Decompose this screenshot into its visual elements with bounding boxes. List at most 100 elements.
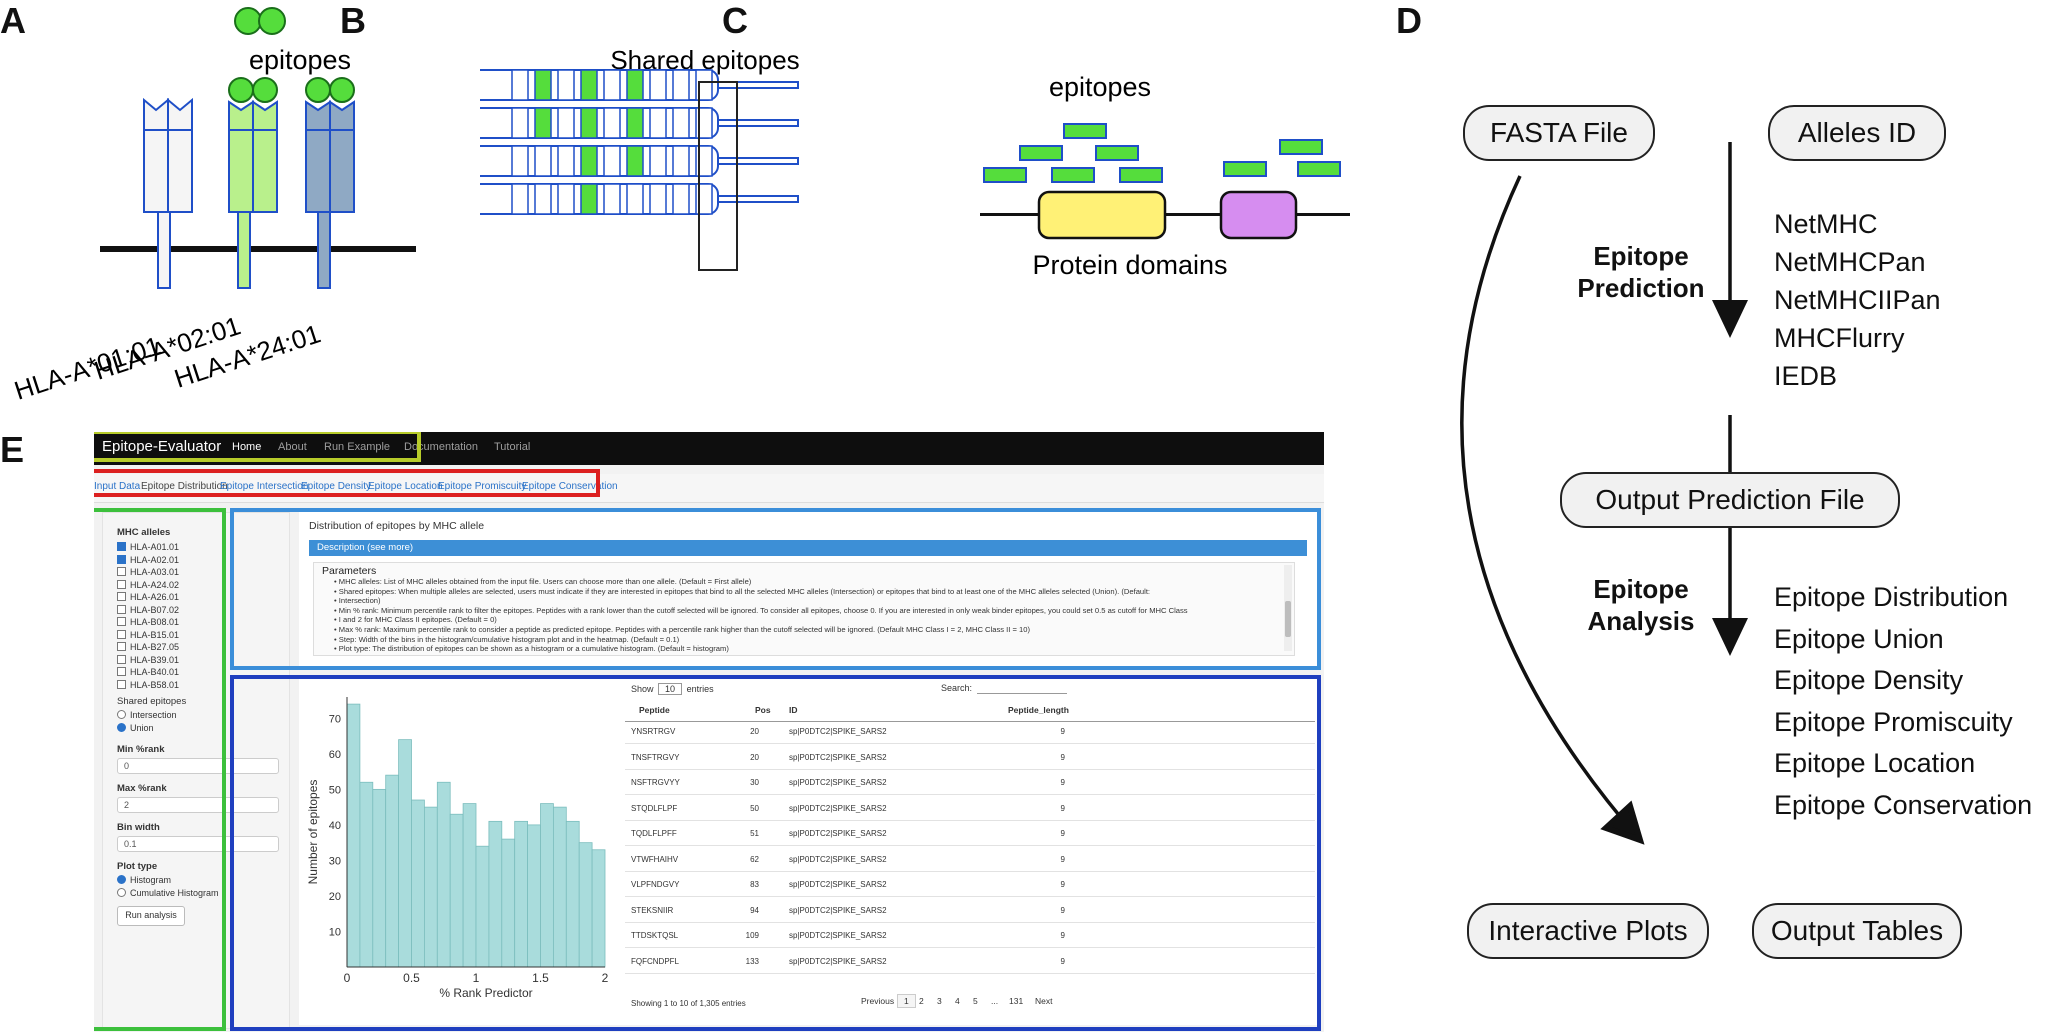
table-cell: sp|P0DTC2|SPIKE_SARS2 [789, 956, 887, 966]
max-rank-input[interactable]: 2 [117, 797, 279, 813]
tab-epitope-promiscuity[interactable]: Epitope Promiscuity [438, 481, 527, 492]
bin-width-input[interactable]: 0.1 [117, 836, 279, 852]
checkbox[interactable] [117, 679, 126, 689]
nav-home[interactable]: Home [232, 441, 262, 453]
page-button[interactable]: 2 [919, 996, 924, 1006]
histogram-bar [527, 824, 541, 968]
table-cell: 94 [750, 905, 759, 915]
radio-dot[interactable] [117, 875, 126, 884]
col-id[interactable]: ID [789, 705, 798, 715]
page-button[interactable]: 5 [973, 996, 978, 1006]
nav-tutorial[interactable]: Tutorial [494, 441, 531, 453]
panel-letter-c: C [722, 0, 748, 41]
radio-dot[interactable] [117, 723, 126, 732]
parameters-box: Parameters • MHC alleles: List of MHC al… [313, 562, 1295, 656]
y-tick-label: 10 [329, 926, 341, 938]
allele-checkbox-item[interactable]: HLA-B39.01 [117, 654, 179, 665]
tool-item: NetMHC [1774, 209, 1878, 239]
table-cell: 9 [1060, 727, 1065, 736]
radio-intersection[interactable]: Intersection [117, 710, 177, 720]
min-rank-label: Min %rank [117, 744, 165, 755]
checkbox[interactable] [117, 617, 126, 626]
table-cell: sp|P0DTC2|SPIKE_SARS2 [789, 854, 887, 864]
allele-checkbox-item[interactable]: HLA-B08.01 [117, 617, 179, 627]
sequence-segment [511, 183, 529, 215]
col-pos[interactable]: Pos [755, 705, 771, 715]
checkbox[interactable] [117, 567, 126, 576]
checkbox[interactable] [117, 642, 126, 651]
radio-cumulative[interactable]: Cumulative Histogram [117, 888, 219, 898]
checkbox[interactable] [117, 667, 126, 676]
x-tick-label: 0.5 [403, 971, 420, 985]
tool-item: IEDB [1774, 361, 1838, 391]
run-analysis-button[interactable]: Run analysis [117, 906, 185, 926]
epitope-segment [580, 69, 598, 101]
allele-checkbox-item[interactable]: HLA-B58.01 [117, 679, 179, 690]
description-toggle[interactable]: Description (see more) [309, 540, 1307, 556]
nav-run-example[interactable]: Run Example [324, 441, 391, 453]
table-cell: 62 [750, 854, 759, 864]
entries-selector[interactable]: Show 10 entries [631, 683, 714, 695]
checkbox[interactable] [117, 554, 126, 564]
app-brand[interactable]: Epitope-Evaluator [102, 438, 222, 455]
histogram-bar [540, 803, 554, 968]
checkbox[interactable] [117, 654, 126, 664]
entries-select[interactable]: 10 [658, 683, 683, 695]
allele-checkbox-item[interactable]: HLA-B15.01 [117, 629, 179, 640]
table-cell: 9 [1060, 854, 1065, 864]
tab-epitope-conservation[interactable]: Epitope Conservation [522, 481, 618, 492]
radio-dot[interactable] [117, 888, 126, 897]
col-peptide[interactable]: Peptide [639, 705, 670, 715]
sequence-segment [672, 107, 690, 139]
checkbox[interactable] [117, 579, 126, 589]
bound-epitope [305, 77, 331, 103]
checkbox[interactable] [117, 542, 126, 551]
page-button[interactable]: 4 [955, 996, 960, 1006]
bin-width-label: Bin width [117, 822, 160, 833]
search-input[interactable] [977, 681, 1067, 694]
epitope-table: Show 10 entries Search: Peptide Pos ID P… [625, 681, 1315, 1021]
parameters-title: Parameters [322, 565, 377, 577]
table-cell: YNSRTRGV [631, 727, 676, 736]
page-button[interactable]: 131 [1009, 996, 1024, 1006]
allele-checkbox-item[interactable]: HLA-A26.01 [117, 592, 179, 602]
page-button[interactable]: 1 [897, 994, 916, 1008]
radio-histogram[interactable]: Histogram [117, 875, 171, 885]
allele-checkbox-item[interactable]: HLA-A02.01 [117, 554, 179, 565]
allele-checkbox-item[interactable]: HLA-B40.01 [117, 667, 179, 677]
tab-input-data[interactable]: Input Data [94, 481, 141, 492]
page-button[interactable]: Next [1035, 996, 1053, 1006]
checkbox[interactable] [117, 629, 126, 639]
allele-checkbox-item[interactable]: HLA-A24.02 [117, 579, 179, 590]
tab-epitope-distribution[interactable]: Epitope Distribution [141, 481, 228, 492]
scrollbar-thumb[interactable] [1285, 601, 1291, 637]
nav-about[interactable]: About [278, 441, 307, 453]
panel-letter-b: B [340, 0, 366, 41]
tab-epitope-location[interactable]: Epitope Location [368, 481, 443, 492]
radio-dot[interactable] [117, 710, 126, 719]
checkbox[interactable] [117, 604, 126, 614]
navbar: Epitope-Evaluator Home About Run Example… [94, 432, 1324, 465]
allele-checkbox-item[interactable]: HLA-B07.02 [117, 604, 179, 615]
tab-epitope-intersection[interactable]: Epitope Intersection [220, 481, 309, 492]
checkbox[interactable] [117, 592, 126, 601]
allele-name: HLA-B40.01 [130, 667, 180, 677]
tab-epitope-density[interactable]: Epitope Density [301, 481, 372, 492]
allele-checkbox-item[interactable]: HLA-B27.05 [117, 642, 179, 652]
arrow-head [1600, 800, 1645, 845]
membrane-line [100, 246, 416, 252]
table-cell: VTWFHAIHV [631, 854, 679, 864]
analysis-item: Epitope Location [1774, 748, 1976, 778]
page-button[interactable]: 3 [937, 996, 942, 1006]
allele-checkbox-item[interactable]: HLA-A03.01 [117, 567, 179, 577]
col-peptide-length[interactable]: Peptide_length [1008, 705, 1069, 715]
table-cell: sp|P0DTC2|SPIKE_SARS2 [789, 905, 887, 915]
min-rank-input[interactable]: 0 [117, 758, 279, 774]
page-button[interactable]: Previous [861, 996, 895, 1006]
table-cell: FQFCNDPFL [631, 956, 679, 966]
allele-checkbox-item[interactable]: HLA-A01.01 [117, 542, 179, 552]
radio-union[interactable]: Union [117, 723, 154, 733]
table-cell: STQDLFLPF [631, 803, 678, 813]
nav-documentation[interactable]: Documentation [404, 441, 478, 453]
analysis-item: Epitope Union [1774, 623, 1944, 654]
